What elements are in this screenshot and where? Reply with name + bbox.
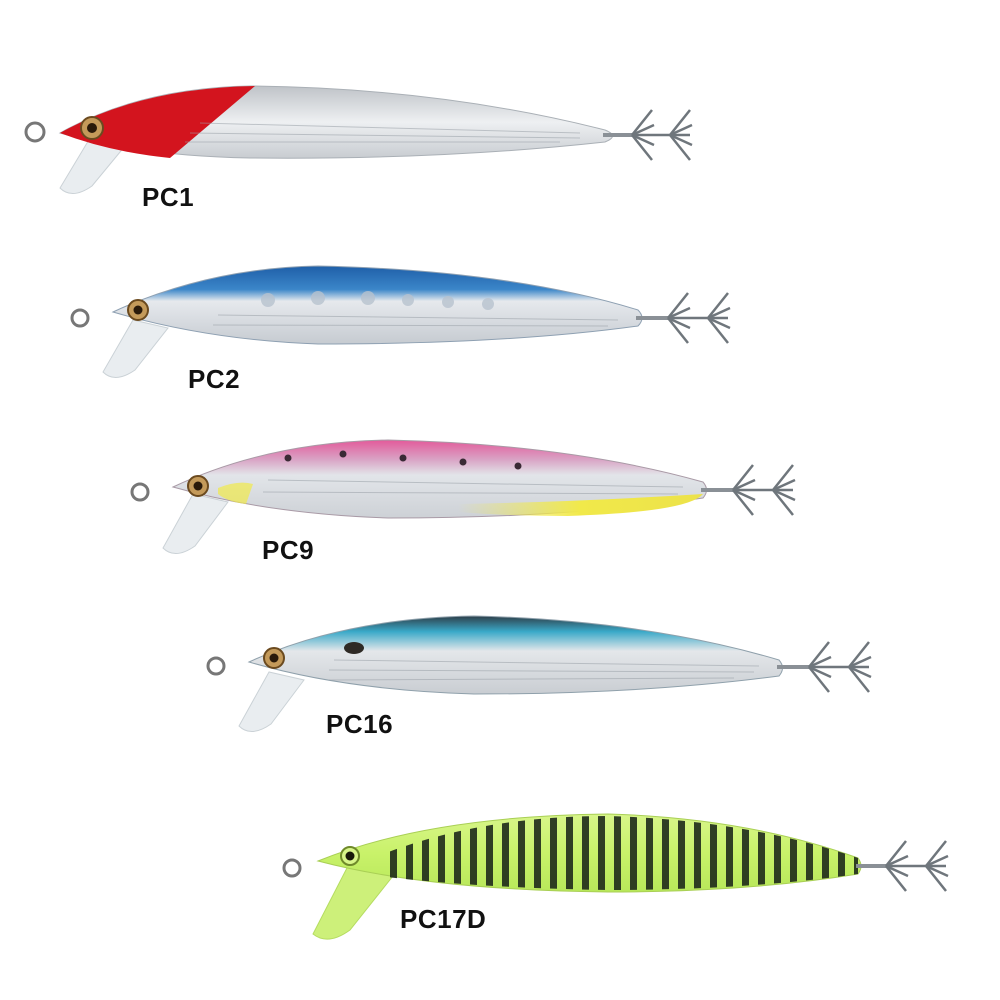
lure-pc9 — [128, 432, 818, 562]
lure-label-pc16: PC16 — [326, 709, 394, 739]
lure-pc2 — [68, 260, 758, 390]
lure-pc17d-image — [282, 813, 949, 940]
lure-pc2-image — [70, 265, 731, 378]
lure-label-pc17d: PC17D — [400, 904, 487, 934]
lure-label-pc1: PC1 — [142, 182, 195, 212]
lure-label-pc9: PC9 — [262, 535, 315, 565]
lure-pc16 — [204, 610, 894, 740]
lure-pc17d — [278, 806, 968, 946]
lure-pc1-image — [24, 85, 693, 194]
lure-pc1 — [20, 78, 720, 208]
lure-pc9-image — [130, 439, 796, 554]
lure-pc16-image — [206, 615, 872, 732]
lure-label-pc2: PC2 — [188, 364, 241, 394]
